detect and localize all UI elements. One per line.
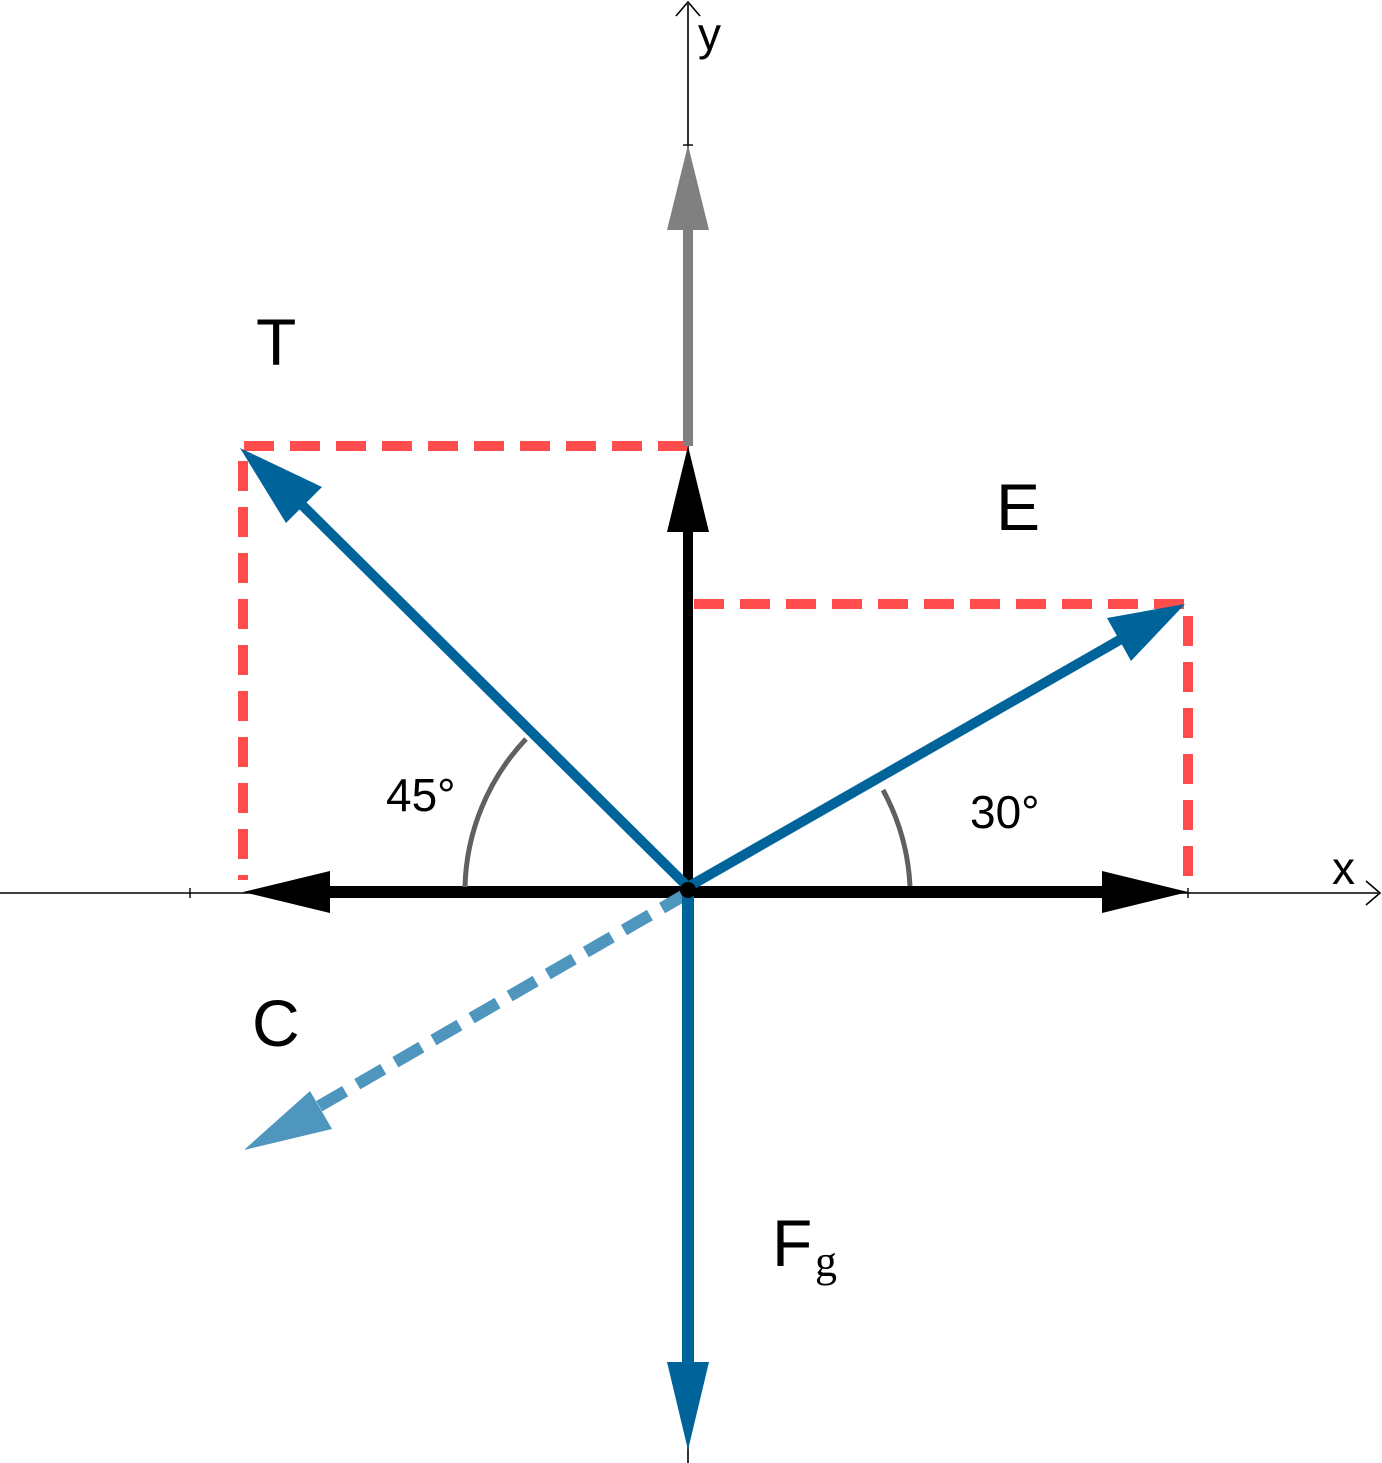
vector-fg-subscript: g [815,1237,837,1286]
vertical-component-arrowhead [667,446,709,532]
vector-t-label: T [256,305,296,379]
e-angle-label: 30° [970,786,1040,838]
right-component-arrowhead [1102,871,1188,913]
vertical-resultant-vector [667,145,709,446]
e-angle-arc [880,788,913,887]
t-component-guide [238,441,688,880]
vector-fg-label: F [772,1206,812,1280]
vector-fg [667,893,709,1450]
vector-c-arrowhead [244,1091,332,1150]
y-axis-label: y [698,8,721,60]
component-guides [238,441,1193,888]
e-component-guide [694,599,1193,888]
vector-e-arrowhead [1107,604,1185,661]
vector-e-label: E [996,470,1040,544]
vector-t-arrowhead [240,448,322,523]
vector-fg-arrowhead [667,1362,709,1450]
t-angle-arc [462,737,528,888]
vector-c-label: C [252,986,300,1060]
angle-arcs [462,737,913,888]
t-angle-label: 45° [386,769,456,821]
x-axis-arrowhead [1365,880,1382,906]
y-axis-arrowhead [675,0,701,17]
origin-point [680,882,696,898]
vector-c [244,887,692,1150]
vector-e [685,604,1185,892]
horizontal-component-vectors [243,871,1188,913]
vertical-component-vector [667,446,709,893]
vector-t [240,448,692,891]
vertical-resultant-arrowhead [667,145,709,230]
x-axis-label: x [1332,842,1355,894]
left-component-arrowhead [243,871,330,913]
